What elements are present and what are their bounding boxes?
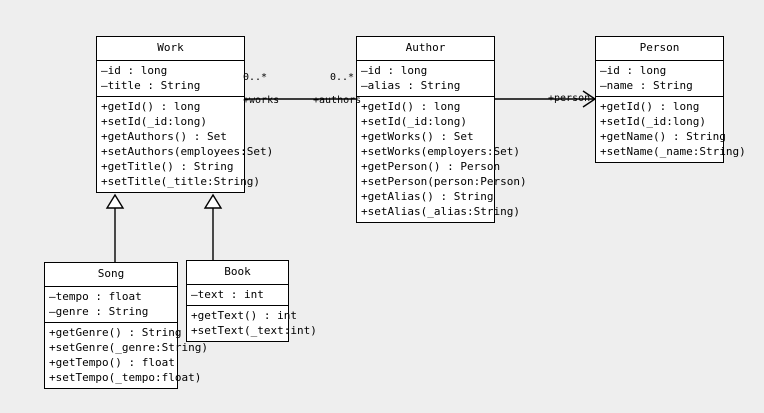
class-member: +setAuthors(employees:Set): [101, 145, 274, 158]
class-member: +setWorks(employers:Set): [361, 145, 520, 158]
class-member: +setTempo(_tempo:float): [49, 371, 202, 384]
class-member: +getTempo() : float: [49, 356, 175, 369]
class-attributes-song: –tempo : float –genre : String: [45, 287, 177, 323]
role-works: +works: [243, 95, 280, 106]
class-methods-song: +getGenre() : String +setGenre(_genre:St…: [45, 323, 208, 388]
class-attributes-work: –id : long –title : String: [97, 61, 244, 97]
class-member: +getAuthors() : Set: [101, 130, 227, 143]
role-person: +person: [548, 93, 591, 104]
class-box-work[interactable]: Work –id : long –title : String +getId()…: [96, 36, 274, 193]
class-attributes-person: –id : long –name : String: [596, 61, 723, 97]
generalization-triangle-book: [203, 193, 223, 209]
class-box-author[interactable]: Author –id : long –alias : String +getId…: [356, 36, 527, 223]
class-member: +getAlias() : String: [361, 190, 494, 203]
class-member: –title : String: [101, 79, 201, 92]
class-box-person[interactable]: Person –id : long –name : String +getId(…: [595, 36, 746, 163]
class-member: +setAlias(_alias:String): [361, 205, 520, 218]
class-box-song[interactable]: Song –tempo : float –genre : String +get…: [44, 262, 208, 389]
class-member: +getGenre() : String: [49, 326, 182, 339]
class-member: +setName(_name:String): [600, 145, 746, 158]
class-name-work: Work: [97, 37, 244, 61]
class-member: +getId() : long: [600, 100, 700, 113]
class-attributes-book: –text : int: [187, 285, 288, 306]
class-member: +setId(_id:long): [361, 115, 467, 128]
class-member: +setId(_id:long): [101, 115, 207, 128]
class-member: +getId() : long: [361, 100, 461, 113]
class-member: +setText(_text:int): [191, 324, 317, 337]
class-name-book: Book: [187, 261, 288, 285]
class-name-song: Song: [45, 263, 177, 287]
class-member: –genre : String: [49, 305, 149, 318]
multiplicity-author-side: 0..*: [330, 72, 355, 83]
class-methods-work: +getId() : long +setId(_id:long) +getAut…: [97, 97, 274, 192]
class-methods-person: +getId() : long +setId(_id:long) +getNam…: [596, 97, 746, 162]
class-member: +setTitle(_title:String): [101, 175, 260, 188]
class-member: +getWorks() : Set: [361, 130, 474, 143]
class-member: +getText() : int: [191, 309, 297, 322]
class-member: +getPerson() : Person: [361, 160, 501, 173]
class-member: –id : long: [101, 64, 168, 77]
generalization-triangle-song: [105, 193, 125, 209]
class-member: –alias : String: [361, 79, 461, 92]
class-member: –tempo : float: [49, 290, 142, 303]
class-member: +getName() : String: [600, 130, 726, 143]
class-box-book[interactable]: Book –text : int +getText() : int +setTe…: [186, 260, 317, 342]
class-member: –id : long: [600, 64, 667, 77]
class-methods-book: +getText() : int +setText(_text:int): [187, 306, 317, 341]
class-name-author: Author: [357, 37, 494, 61]
class-member: –id : long: [361, 64, 428, 77]
class-name-person: Person: [596, 37, 723, 61]
class-member: +setGenre(_genre:String): [49, 341, 208, 354]
class-member: +setPerson(person:Person): [361, 175, 527, 188]
class-member: –text : int: [191, 288, 264, 301]
class-attributes-author: –id : long –alias : String: [357, 61, 494, 97]
class-member: +getTitle() : String: [101, 160, 234, 173]
class-member: +setId(_id:long): [600, 115, 706, 128]
role-authors: +authors: [313, 95, 362, 106]
multiplicity-work-side: 0..*: [243, 72, 268, 83]
class-methods-author: +getId() : long +setId(_id:long) +getWor…: [357, 97, 527, 222]
class-member: +getId() : long: [101, 100, 201, 113]
class-member: –name : String: [600, 79, 693, 92]
